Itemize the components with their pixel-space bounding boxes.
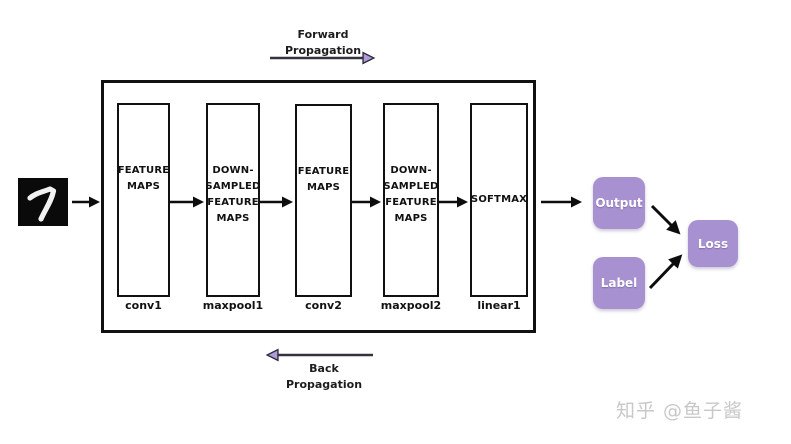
layer-name-conv2: conv2 — [305, 299, 342, 312]
layer-text-linear1: SOFTMAX — [470, 194, 528, 205]
back-propagation-line2: Propagation — [285, 378, 363, 391]
loss-box-label: Loss — [697, 236, 729, 251]
layer-text-conv2: FEATURE MAPS — [297, 166, 350, 193]
label-box: Label — [593, 257, 645, 309]
layer-text-maxpool1: DOWN- SAMPLED FEATURE MAPS — [205, 165, 261, 224]
layer-box-linear1: SOFTMAX — [470, 103, 528, 297]
layer-name-maxpool2: maxpool2 — [380, 299, 442, 312]
layer-box-maxpool2: DOWN- SAMPLED FEATURE MAPS — [383, 103, 439, 297]
layer-box-conv2: FEATURE MAPS — [295, 104, 352, 297]
layer-box-conv1: FEATURE MAPS — [117, 103, 170, 297]
handwritten-7-glyph — [27, 186, 57, 222]
forward-propagation-line2: Propagation — [284, 44, 362, 57]
arrow-output-to-loss — [650, 204, 681, 235]
output-box-label: Output — [595, 196, 643, 210]
layer-name-maxpool1: maxpool1 — [202, 299, 264, 312]
loss-box: Loss — [688, 220, 738, 267]
zhihu-watermark: 知乎 @鱼子酱 — [616, 400, 744, 422]
layer-name-linear1: linear1 — [477, 299, 521, 312]
layer-box-maxpool1: DOWN- SAMPLED FEATURE MAPS — [205, 103, 260, 297]
layer-text-maxpool2: DOWN- SAMPLED FEATURE MAPS — [383, 165, 439, 224]
arrow-label-to-loss — [648, 254, 683, 290]
output-box: Output — [593, 177, 645, 229]
mnist-digit-7-image — [18, 178, 68, 226]
label-box-label: Label — [600, 276, 638, 290]
layer-text-conv1: FEATURE MAPS — [117, 165, 170, 192]
forward-propagation-caption: Forward Propagation — [263, 27, 383, 59]
back-propagation-caption: Back Propagation — [264, 361, 384, 393]
layer-name-conv1: conv1 — [125, 299, 162, 312]
back-propagation-line1: Back — [309, 362, 339, 375]
forward-propagation-line1: Forward — [297, 28, 349, 41]
